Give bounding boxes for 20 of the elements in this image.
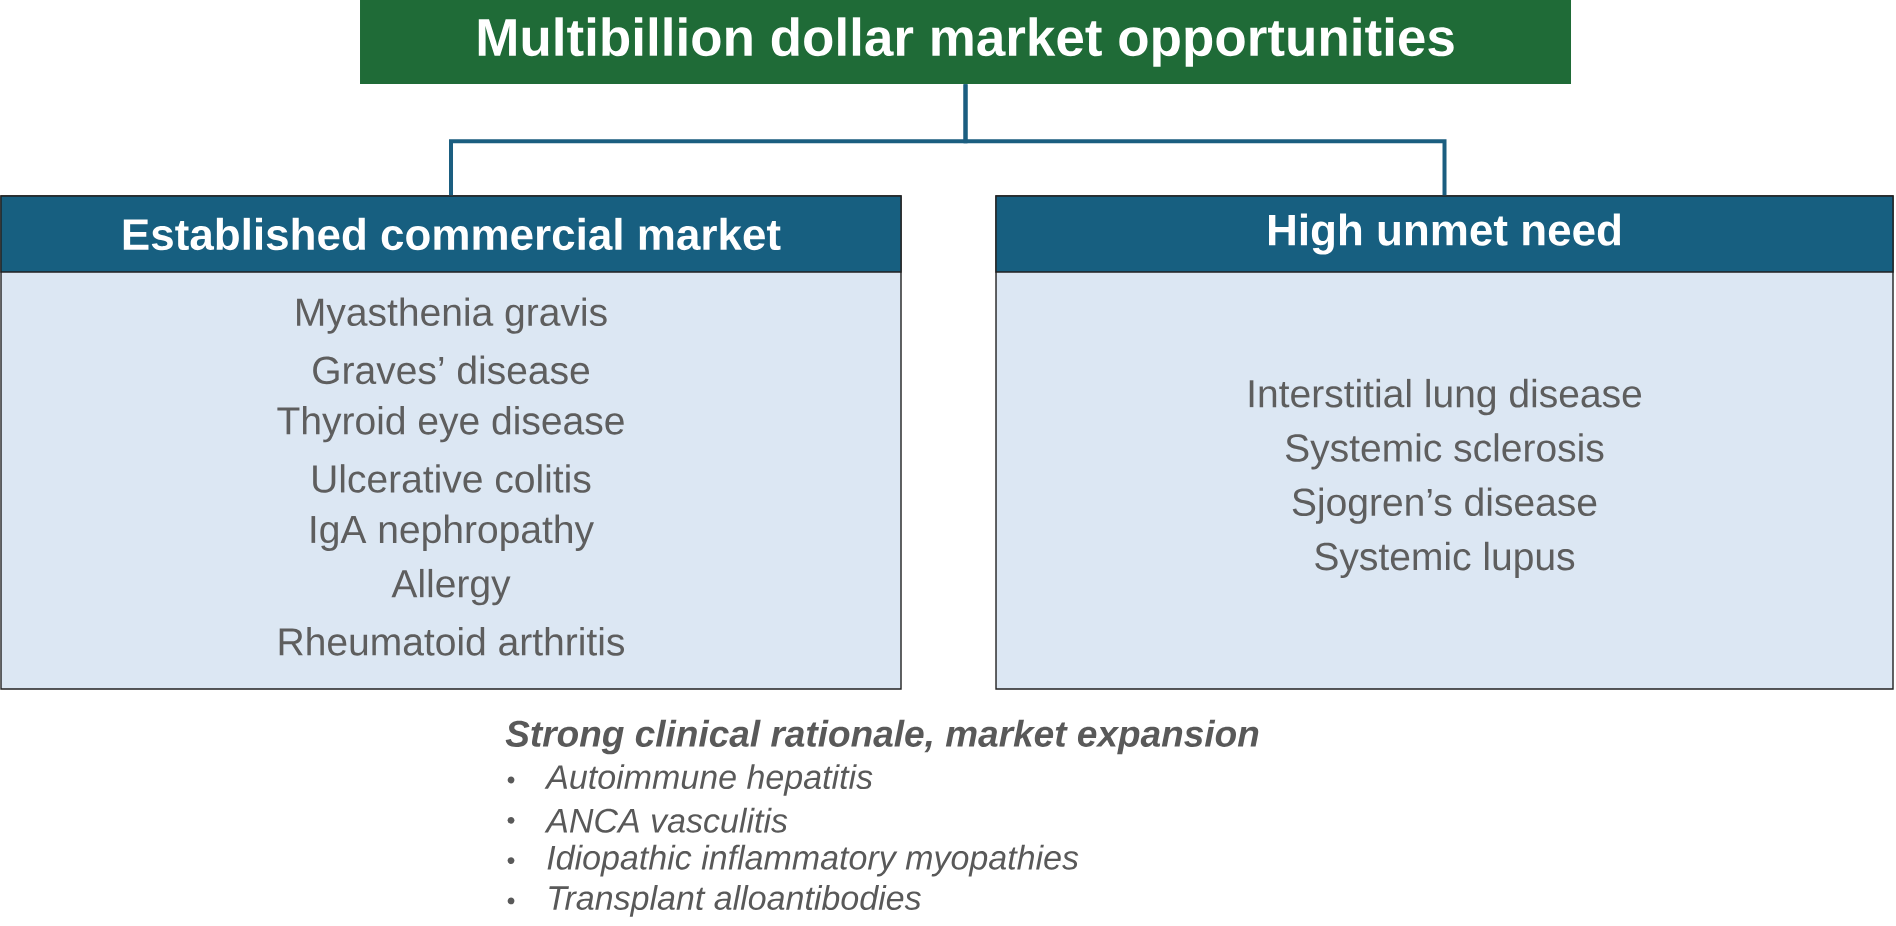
list-item: IgA nephropathy — [311, 514, 594, 551]
list-item: Thyroid eye disease — [277, 406, 624, 443]
list-item: Rheumatoid arthritis — [279, 627, 624, 656]
connector-line — [963, 84, 1447, 196]
list-item: Interstitial lung disease — [1249, 378, 1642, 416]
list-item: Systemic lupus — [1315, 541, 1575, 579]
list-item: ANCA vasculitis — [544, 807, 788, 833]
list-item: Systemic sclerosis — [1285, 433, 1604, 470]
list-item: Myasthenia gravis — [297, 297, 607, 334]
header-band: High unmet need — [995, 195, 1894, 273]
list-item: Transplant alloantibodies — [549, 885, 921, 917]
list-item: Idiopathic inflammatory myopathies — [547, 844, 1079, 877]
list-item: Sjogren’s disease — [1292, 487, 1597, 524]
header-band: Established commercial market — [0, 195, 902, 273]
list-item: Autoimmune hepatitis — [544, 764, 873, 796]
list-item: Graves’ disease — [313, 355, 590, 385]
title-box: Multibillion dollar market opportunities — [360, 0, 1571, 84]
list-item: Allergy — [391, 568, 511, 606]
note-heading: Strong clinical rationale, market expansion — [505, 719, 1259, 755]
list-item: Ulcerative colitis — [313, 464, 591, 493]
